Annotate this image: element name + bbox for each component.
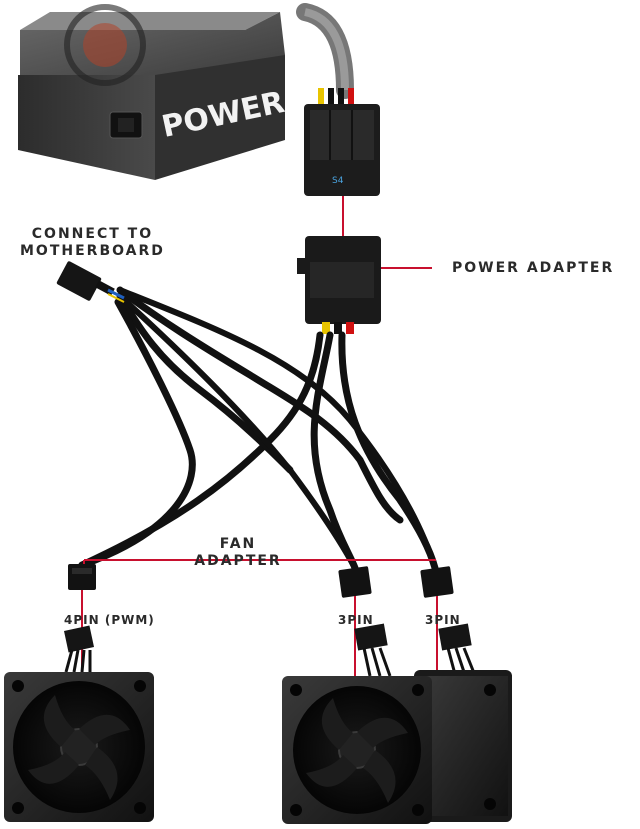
fan-connector-3pin-b (438, 623, 478, 679)
fan-label-line1: FAN (219, 536, 257, 552)
psu-molex-connector: S4 (304, 104, 380, 196)
fan-plug-4pin (68, 564, 96, 590)
fan-right-front (282, 676, 432, 824)
fan-right-back (414, 670, 512, 822)
pin3-label-b: 3PIN (425, 613, 461, 627)
connect-to-motherboard-label: CONNECT TO MOTHERBOARD (20, 226, 165, 260)
fan-label-line2: ADAPTER (194, 553, 282, 569)
svg-text:S4: S4 (332, 176, 344, 186)
fan-plug-3pin-a (338, 566, 372, 598)
connect-label-line2: MOTHERBOARD (20, 243, 165, 259)
power-supply-unit: POWER (18, 4, 288, 180)
fan-adapter-label: FAN ADAPTER (188, 536, 288, 570)
pin4-pwm-label: 4PIN (PWM) (64, 613, 155, 627)
fan-left (4, 672, 154, 822)
adapter-molex-connector (297, 236, 381, 334)
connect-label-line1: CONNECT TO (31, 226, 154, 242)
pin3-label-a: 3PIN (338, 613, 374, 627)
psu-cable (296, 3, 354, 106)
adapter-cables (78, 286, 439, 572)
power-adapter-label: POWER ADAPTER (452, 260, 615, 276)
fan-plug-3pin-b (420, 566, 454, 598)
fan-connector-4pin (63, 625, 95, 673)
fan-connector-3pin-a (354, 623, 392, 677)
motherboard-connector (56, 261, 125, 303)
